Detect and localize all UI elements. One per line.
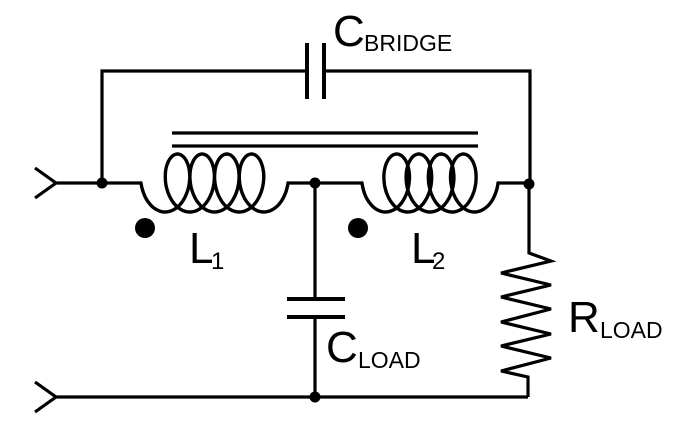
junction-dot-bottom bbox=[309, 391, 321, 403]
load-resistor-zigzag bbox=[500, 184, 557, 397]
bottom-input-arrow-icon bbox=[34, 380, 59, 414]
bridge-capacitor-subscript: BRIDGE bbox=[364, 30, 452, 56]
inductor-1-subscript: 1 bbox=[211, 248, 224, 275]
l2-phase-dot-icon bbox=[348, 218, 368, 238]
bridge-capacitor-label: C bbox=[333, 7, 365, 56]
load-capacitor-subscript: LOAD bbox=[358, 347, 421, 373]
load-capacitor-label: C bbox=[326, 323, 358, 372]
inductor-2-subscript: 2 bbox=[432, 248, 445, 275]
load-capacitor-plates bbox=[287, 297, 345, 319]
inductor-l2-coil bbox=[360, 152, 500, 214]
l1-phase-dot-icon bbox=[135, 218, 155, 238]
load-resistor-label: R bbox=[568, 293, 600, 342]
inductor-l1-coil bbox=[139, 152, 290, 214]
load-resistor-subscript: LOAD bbox=[600, 317, 663, 343]
transformer-core-lines bbox=[172, 131, 478, 148]
junction-dot-right bbox=[523, 178, 535, 190]
bridge-loop-wire bbox=[100, 69, 532, 184]
top-input-arrow-icon bbox=[34, 166, 59, 200]
bridge-capacitor-plates bbox=[305, 43, 326, 99]
inductor-1-label: L bbox=[189, 224, 213, 273]
junction-dot-top-left bbox=[96, 177, 108, 189]
junction-dot-center-tap bbox=[309, 177, 321, 189]
inductor-2-label: L bbox=[411, 224, 435, 273]
